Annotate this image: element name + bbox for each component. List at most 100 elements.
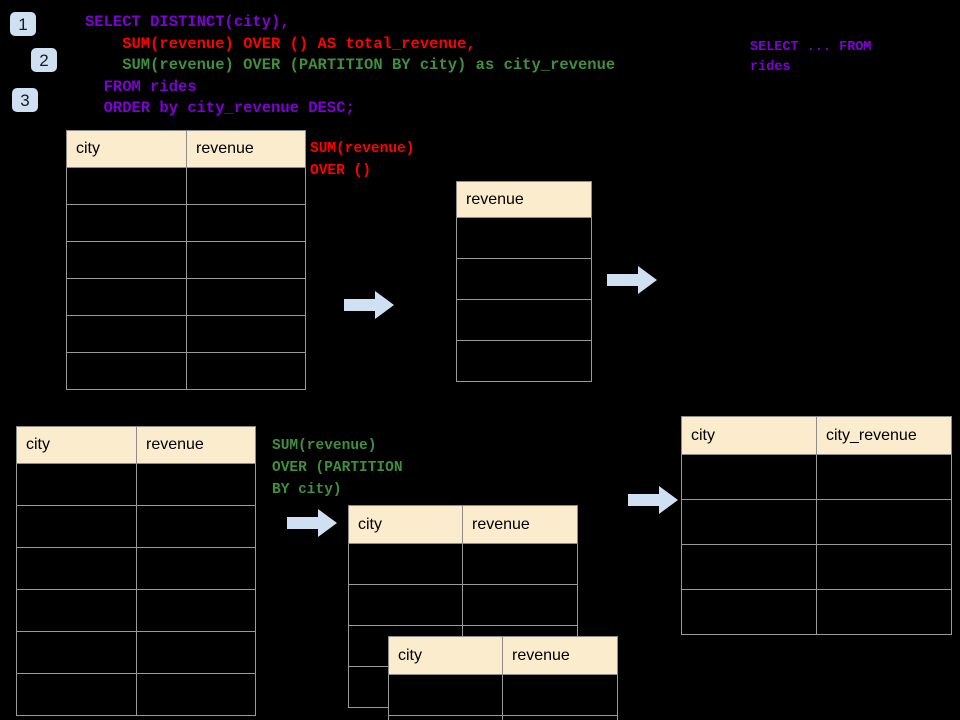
arrow-source-to-partition	[287, 508, 337, 538]
table-cell	[16, 673, 137, 716]
table-cell	[66, 278, 187, 316]
table-cell	[681, 499, 817, 545]
table-cell	[186, 204, 306, 242]
table-row	[456, 340, 592, 382]
table-row	[456, 258, 592, 300]
column-header-city_revenue: city_revenue	[816, 416, 952, 455]
table-row	[681, 499, 952, 545]
table-cell	[816, 544, 952, 590]
table-cell	[348, 543, 463, 585]
table-row	[681, 544, 952, 590]
table-cell	[66, 204, 187, 242]
table-cell	[186, 315, 306, 353]
table-cell	[816, 499, 952, 545]
step-badge-3: 3	[12, 88, 38, 112]
table-row	[681, 589, 952, 635]
table-cell	[66, 241, 187, 279]
table-cell	[136, 631, 256, 674]
table-cell	[66, 167, 187, 205]
table-cell	[462, 584, 578, 626]
table-row	[66, 278, 306, 316]
right-arrow-icon	[628, 486, 678, 514]
column-header-revenue: revenue	[502, 636, 618, 675]
sql-line-3: SUM(revenue) OVER (PARTITION BY city) as…	[85, 56, 616, 74]
table-row	[16, 631, 256, 674]
table-row	[348, 543, 578, 585]
table-cell	[136, 505, 256, 548]
table-cell	[681, 589, 817, 635]
sql-query-block: SELECT DISTINCT(city), SUM(revenue) OVER…	[85, 12, 615, 120]
table-cell	[456, 340, 592, 382]
column-header-city: city	[16, 426, 137, 464]
table-cell	[186, 167, 306, 205]
table-cell	[186, 241, 306, 279]
table-row	[16, 463, 256, 506]
column-header-revenue: revenue	[136, 426, 256, 464]
sum-over-empty-annotation: SUM(revenue) OVER ()	[310, 141, 415, 179]
sql-line-5: ORDER by city_revenue DESC;	[85, 99, 355, 117]
table-row	[16, 673, 256, 716]
table-row	[456, 299, 592, 341]
table-header-row: revenue	[456, 181, 592, 218]
table-cell	[456, 299, 592, 341]
sql-line-1: SELECT DISTINCT(city),	[85, 13, 290, 31]
step-badge-1: 1	[10, 12, 36, 36]
table-cell	[16, 631, 137, 674]
table-cell	[16, 547, 137, 590]
table-cell	[136, 673, 256, 716]
table-cell	[136, 589, 256, 632]
total-revenue-table: revenue	[456, 181, 592, 382]
table-row	[16, 547, 256, 590]
table-cell	[16, 589, 137, 632]
right-arrow-icon	[344, 291, 394, 319]
column-header-revenue: revenue	[456, 181, 592, 218]
arrow-source-to-total	[344, 290, 394, 320]
table-cell	[502, 715, 618, 720]
table-cell	[186, 278, 306, 316]
column-header-city: city	[348, 505, 463, 544]
arrow-partition-to-result	[628, 485, 678, 515]
table-cell	[681, 544, 817, 590]
table-cell	[388, 674, 503, 716]
column-header-city: city	[388, 636, 503, 675]
table-cell	[816, 454, 952, 500]
column-header-revenue: revenue	[186, 130, 306, 168]
table-cell	[502, 674, 618, 716]
table-row	[66, 204, 306, 242]
arrow-total-to-result	[607, 265, 657, 295]
table-row	[348, 584, 578, 626]
column-header-city: city	[681, 416, 817, 455]
table-cell	[186, 352, 306, 390]
table-row	[456, 217, 592, 259]
table-row	[388, 715, 618, 720]
table-row	[66, 352, 306, 390]
table-row	[388, 674, 618, 716]
table-cell	[66, 352, 187, 390]
table-row	[16, 505, 256, 548]
step-badge-2: 2	[31, 48, 57, 72]
table-cell	[16, 505, 137, 548]
sql-line-4: FROM rides	[85, 77, 197, 96]
sum-over-partition-annotation: SUM(revenue) OVER (PARTITION BY city)	[272, 438, 403, 498]
table-cell	[66, 315, 187, 353]
table-cell	[456, 258, 592, 300]
table-cell	[388, 715, 503, 720]
table-cell	[136, 463, 256, 506]
table-row	[16, 589, 256, 632]
table-row	[66, 241, 306, 279]
select-from-rides-annotation: SELECT ... FROM rides	[750, 40, 872, 75]
table-row	[66, 167, 306, 205]
table-cell	[681, 454, 817, 500]
table-row	[66, 315, 306, 353]
column-header-revenue: revenue	[462, 505, 578, 544]
table-cell	[462, 543, 578, 585]
table-row	[681, 454, 952, 500]
